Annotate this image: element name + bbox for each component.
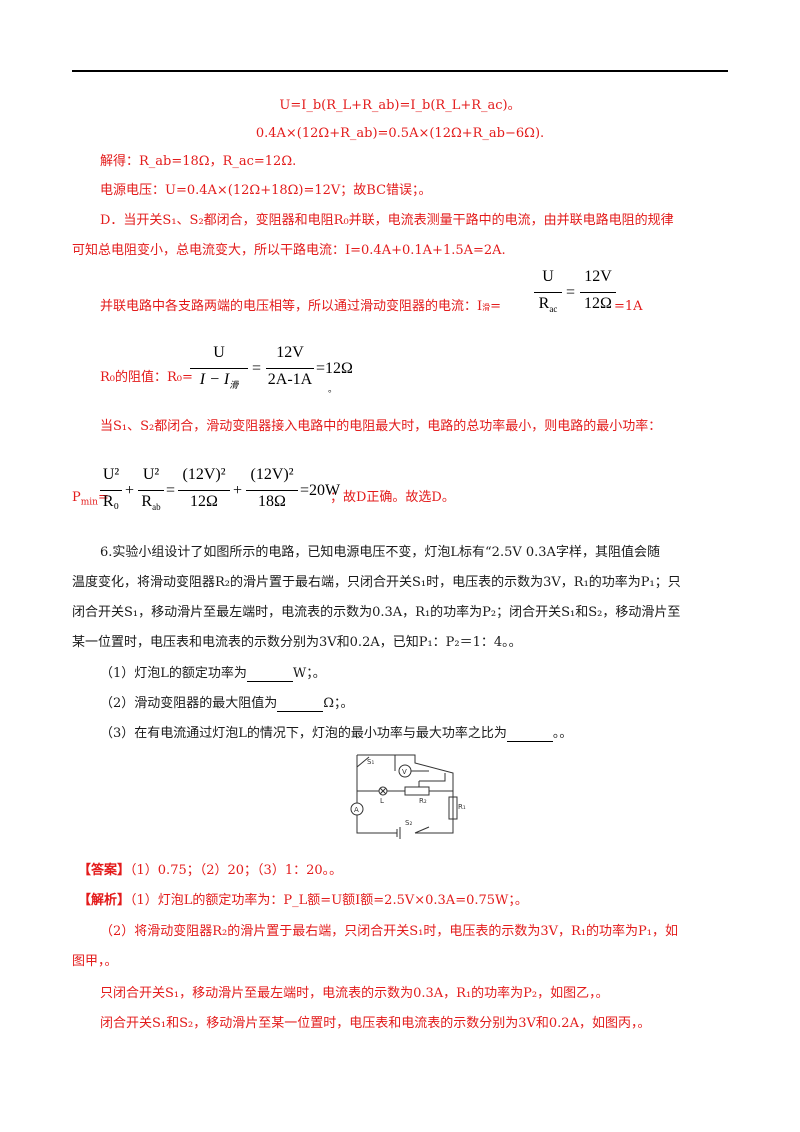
option-d-line-1: D．当开关S₁、S₂都闭合，变阻器和电阻R₀并联，电流表测量干路中的电流，由并联…: [100, 213, 674, 228]
current-line: 并联电路中各支路两端的电压相等，所以通过滑动变阻器的电流：I滑=: [100, 299, 501, 316]
eq-sign: =: [566, 284, 576, 301]
analysis-tag: 【解析】: [78, 893, 131, 908]
fraction-bar: [178, 490, 230, 491]
answer-blank-1[interactable]: [246, 669, 293, 682]
fraction-12v2-18ohm: (12V)² 18Ω: [246, 466, 298, 518]
answer-blank-2[interactable]: [277, 699, 324, 712]
fraction-num: U: [213, 344, 225, 361]
fraction-num: U: [542, 268, 554, 285]
fraction-num: U²: [102, 466, 120, 483]
fraction-bar: [138, 490, 164, 491]
label-s1: S₁: [367, 758, 374, 766]
question-6-line-3: 闭合开关S₁，移动滑片至最左端时，电流表的示数为0.3A，R₁的功率为P₂；闭合…: [72, 605, 681, 620]
analysis-text: （1）灯泡L的额定功率为：P_L额=U额I额=2.5V×0.3A=0.75W；。: [130, 893, 528, 908]
label-s2: S₂: [405, 819, 412, 827]
header-rule: [72, 70, 728, 72]
fraction-u-rac: U Rac: [532, 268, 564, 320]
eq-sign: =: [166, 482, 176, 499]
fraction-num: 12V: [584, 268, 612, 285]
equation-line-2: 0.4A×(12Ω+R_ab)=0.5A×(12Ω+R_ab−6Ω).: [255, 126, 545, 141]
fraction-bar: [534, 292, 562, 293]
label-r1: R₁: [458, 803, 466, 811]
plus-sign: +: [125, 482, 135, 499]
r0-label: R₀的阻值：R₀=: [100, 370, 193, 385]
option-d-line-2: 可知总电阻变小，总电流变大，所以干路电流：I=0.4A+0.1A+1.5A=2A…: [72, 243, 506, 258]
fraction-bar: [580, 292, 616, 293]
analysis-2-line-1: （2）将滑动变阻器R₂的滑片置于最右端，只闭合开关S₁时，电压表的示数为3V，R…: [100, 924, 679, 939]
current-result: =1A: [614, 299, 643, 314]
fraction-den: Rac: [538, 295, 558, 315]
label-a: A: [354, 806, 359, 814]
analysis-2-line-2: 图甲，。: [72, 954, 118, 969]
fraction-u2-rab: U² Rab: [138, 466, 164, 518]
fraction-num: (12V)²: [250, 466, 294, 483]
r0-result: =12Ω: [316, 360, 353, 377]
equation-line-1: U=I_b(R_L+R_ab)=I_b(R_L+R_ac)。: [279, 98, 521, 113]
pmin-label: Pmin=: [72, 490, 109, 508]
fraction-num: 12V: [276, 344, 304, 361]
question-6-line-4: 某一位置时，电压表和电流表的示数分别为3V和0.2A，已知P₁：P₂＝1：4。。: [72, 635, 522, 650]
fraction-den: Rab: [141, 493, 161, 513]
analysis-3-line: 只闭合开关S₁，移动滑片至最左端时，电流表的示数为0.3A，R₁的功率为P₂，如…: [100, 986, 609, 1001]
analysis-line: 【解析】（1）灯泡L的额定功率为：P_L额=U额I额=2.5V×0.3A=0.7…: [78, 893, 528, 909]
circuit-diagram: S₁ V L R₂ R₁ A S₂: [345, 743, 477, 851]
fraction-den: 18Ω: [258, 493, 286, 510]
answer-line: 【答案】（1）0.75；（2）20；（3）1：20。。: [78, 863, 342, 879]
fraction-bar: [246, 490, 298, 491]
eq-sign: =: [252, 360, 262, 377]
fraction-12v-12ohm: 12V 12Ω: [578, 268, 618, 320]
fraction-bar: [266, 368, 314, 369]
label-r2: R₂: [419, 797, 427, 805]
current-eq: =: [490, 299, 502, 314]
plus-sign: +: [233, 482, 243, 499]
label-l: L: [380, 797, 384, 805]
fraction-bar: [190, 368, 248, 369]
fraction-u-i: U I − I滑: [190, 344, 248, 396]
fraction-num: U²: [142, 466, 160, 483]
min-power-line: 当S₁、S₂都闭合，滑动变阻器接入电路中的电阻最大时，电路的总功率最小，则电路的…: [100, 419, 662, 434]
answer-tag: 【答案】: [78, 863, 131, 878]
fraction-den: I − I滑: [199, 371, 239, 391]
fraction-den: 12Ω: [190, 493, 218, 510]
current-line-text: 并联电路中各支路两端的电压相等，所以通过滑动变阻器的电流：I: [100, 299, 483, 314]
fraction-den: 12Ω: [584, 295, 612, 312]
pmin-result: =20W: [300, 482, 341, 499]
fraction-12v-1a: 12V 2A-1A: [266, 344, 314, 396]
fraction-12v2-12ohm: (12V)² 12Ω: [178, 466, 230, 518]
answer-blank-3[interactable]: [506, 729, 553, 742]
current-sub: 滑: [482, 303, 491, 312]
answer-text: （1）0.75；（2）20；（3）1：20。。: [130, 863, 343, 878]
fraction-den: 2A-1A: [267, 371, 313, 388]
fraction-bar: [100, 490, 122, 491]
fraction-u2-r0: U² R₀: [100, 466, 122, 518]
solve-line: 解得：R_ab=18Ω，R_ac=12Ω.: [100, 154, 297, 169]
analysis-4-line: 闭合开关S₁和S₂，移动滑片至某一位置时，电压表和电流表的示数分别为3V和0.2…: [100, 1016, 651, 1031]
question-6-line-2: 温度变化，将滑动变阻器R₂的滑片置于最右端，只闭合开关S₁时，电压表的示数为3V…: [72, 575, 681, 590]
pmin-conclusion: ；故D正确。故选D。: [330, 490, 455, 505]
fraction-num: (12V)²: [182, 466, 226, 483]
fraction-den: R₀: [102, 493, 120, 510]
label-v: V: [402, 768, 407, 776]
voltage-line: 电源电压：U=0.4A×(12Ω+18Ω)=12V；故BC错误；。: [100, 183, 432, 198]
sub-question-3: （3）在有电流通过灯泡L的情况下，灯泡的最小功率与最大功率之比为。。: [100, 726, 573, 742]
r0-end: 。: [328, 385, 338, 395]
question-6-line-1: 6.实验小组设计了如图所示的电路，已知电源电压不变，灯泡L标有“2.5V 0.3…: [100, 545, 660, 560]
